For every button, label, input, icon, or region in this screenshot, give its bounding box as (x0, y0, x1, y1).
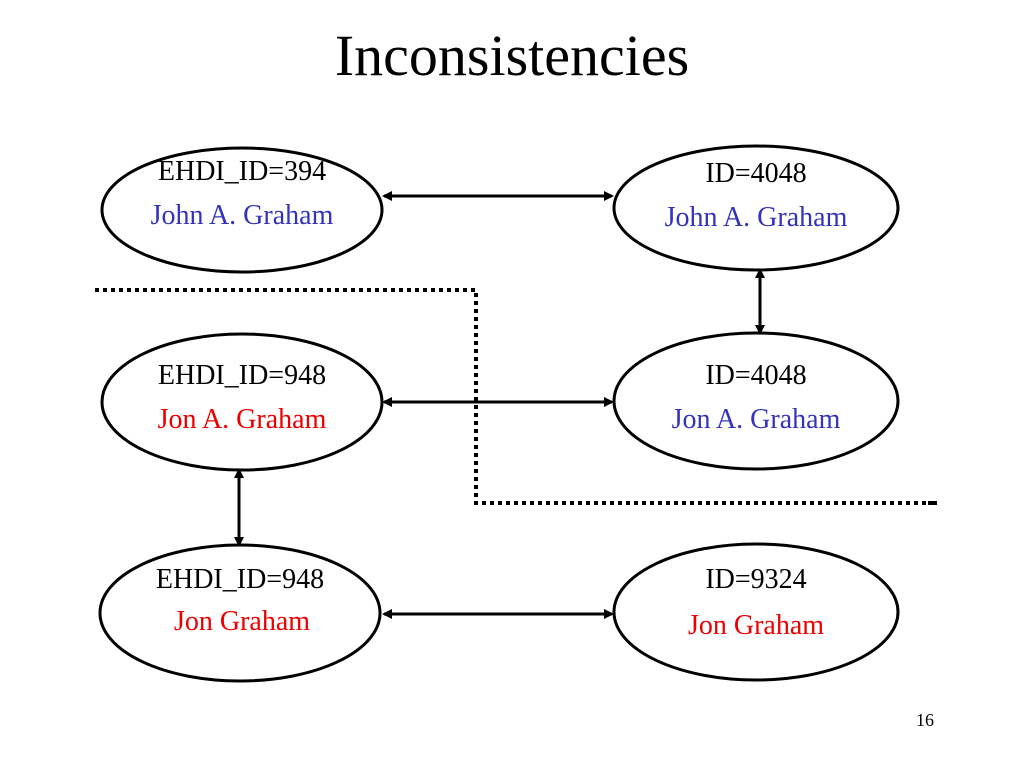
page-number: 16 (916, 710, 934, 730)
node-id-9324: ID=9324 Jon Graham (612, 542, 900, 682)
node-name-label: Jon Graham (688, 610, 824, 641)
node-ellipse (612, 144, 900, 272)
node-name-label: Jon A. Graham (672, 404, 841, 435)
node-ehdi-948-b: EHDI_ID=948 Jon Graham (98, 543, 382, 683)
node-id-label: EHDI_ID=394 (158, 156, 326, 187)
node-name-label: John A. Graham (665, 202, 848, 233)
edges-layer (234, 191, 765, 619)
node-id-label: ID=9324 (705, 564, 806, 595)
node-id-label: EHDI_ID=948 (158, 360, 326, 391)
dotted-boundary (95, 288, 928, 505)
node-name-label: John A. Graham (151, 200, 334, 231)
node-ellipse (612, 331, 900, 471)
node-ellipse (100, 146, 384, 274)
node-id-4048-b: ID=4048 Jon A. Graham (612, 331, 900, 471)
node-ellipse (98, 543, 382, 683)
node-ehdi-948-a: EHDI_ID=948 Jon A. Graham (100, 332, 384, 472)
node-ellipse (100, 332, 384, 472)
node-name-label: Jon A. Graham (158, 404, 327, 435)
node-id-label: ID=4048 (705, 360, 806, 391)
slide-title: Inconsistencies (334, 23, 690, 88)
node-ellipse (612, 542, 900, 682)
node-name-label: Jon Graham (174, 606, 310, 637)
node-id-4048-a: ID=4048 John A. Graham (612, 144, 900, 272)
node-id-label: ID=4048 (705, 158, 806, 189)
node-id-label: EHDI_ID=948 (156, 564, 324, 595)
node-ehdi-394: EHDI_ID=394 John A. Graham (100, 146, 384, 274)
